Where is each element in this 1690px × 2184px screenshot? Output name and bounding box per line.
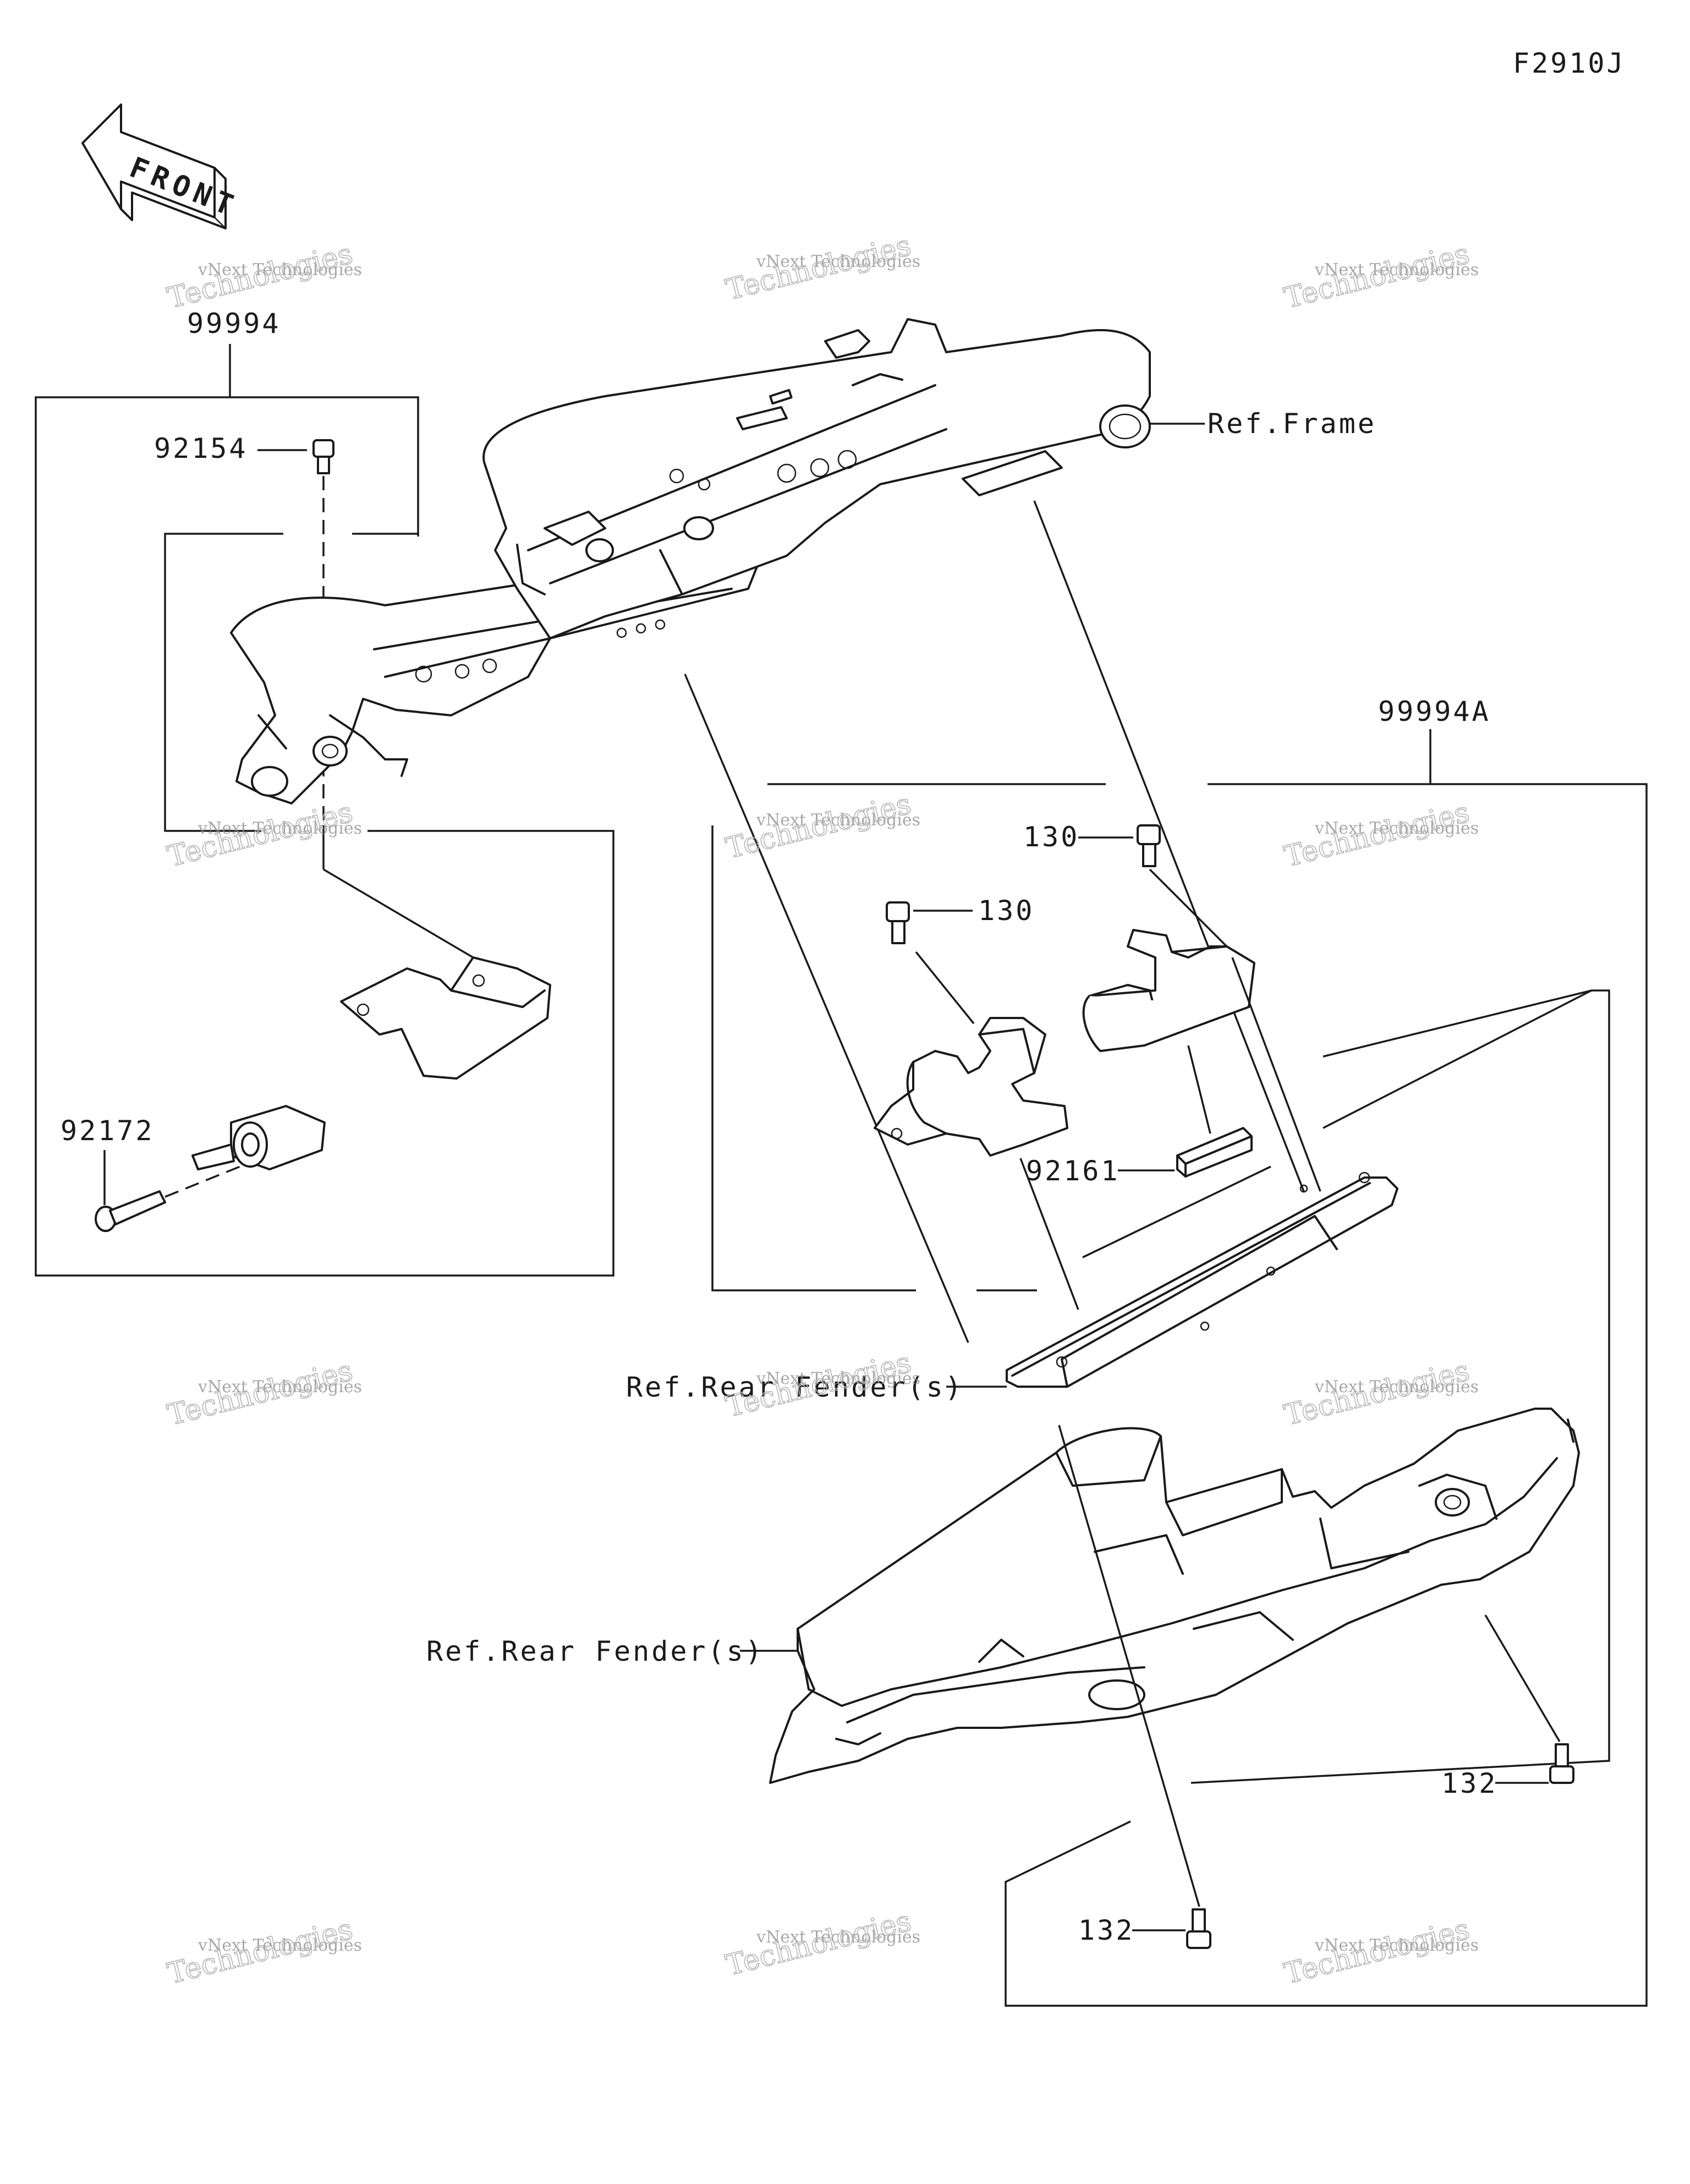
label-ref-rear-fender-1: Ref.Rear Fender(s)	[626, 1371, 964, 1403]
svg-text:vNext Technologies: vNext Technologies	[1314, 260, 1479, 280]
svg-text:vNext Technologies: vNext Technologies	[756, 252, 920, 271]
kit-right-box-inner-left	[711, 825, 916, 1291]
svg-text:vNext Technologies: vNext Technologies	[756, 811, 920, 830]
mounting-plate	[1006, 1172, 1398, 1388]
label-130-a: 130	[1023, 821, 1079, 853]
svg-text:Technologies: Technologies	[1281, 1913, 1473, 1990]
svg-text:vNext Technologies: vNext Technologies	[1314, 819, 1479, 838]
bolt-130-a-icon	[1137, 824, 1161, 867]
bolt-132-c-icon	[1549, 1743, 1574, 1784]
bolt-130-b-icon	[886, 901, 910, 944]
label-130-b: 130	[978, 895, 1034, 927]
svg-text:vNext Technologies: vNext Technologies	[197, 1377, 362, 1397]
bolt-92154-icon	[312, 439, 334, 474]
label-ref-rear-fender-2: Ref.Rear Fender(s)	[426, 1635, 764, 1667]
label-92172: 92172	[61, 1115, 155, 1147]
svg-text:Technologies: Technologies	[723, 229, 914, 306]
svg-text:Technologies: Technologies	[723, 1904, 914, 1982]
front-arrow-icon: FRONT	[81, 103, 243, 229]
clip-bracket-right	[1082, 929, 1255, 1052]
kit-right-box-inner-right	[1190, 989, 1610, 1784]
svg-text:Technologies: Technologies	[1281, 1354, 1473, 1432]
svg-text:Technologies: Technologies	[723, 787, 914, 865]
label-132-c: 132	[1441, 1767, 1497, 1799]
clip-bracket-left	[874, 1017, 1068, 1157]
left-frame-structure	[230, 549, 760, 804]
label-99994: 99994	[187, 308, 281, 340]
rear-fender	[769, 1408, 1580, 1784]
left-bracket-assembly	[191, 956, 551, 1170]
svg-text:vNext Technologies: vNext Technologies	[197, 819, 362, 838]
label-ref-frame: Ref.Frame	[1208, 408, 1376, 440]
svg-text:Technologies: Technologies	[164, 1913, 356, 1990]
svg-text:vNext Technologies: vNext Technologies	[1314, 1936, 1479, 1955]
svg-text:Technologies: Technologies	[1281, 237, 1473, 315]
svg-text:vNext Technologies: vNext Technologies	[756, 1928, 920, 1947]
svg-text:Technologies: Technologies	[723, 1346, 914, 1424]
kit-right-box-top	[1005, 783, 1648, 2007]
pad-92161-icon	[1176, 1127, 1253, 1178]
main-frame	[482, 318, 1151, 639]
svg-text:Technologies: Technologies	[164, 237, 356, 315]
label-92154: 92154	[154, 433, 248, 464]
svg-text:vNext Technologies: vNext Technologies	[1314, 1377, 1479, 1397]
label-92161: 92161	[1026, 1155, 1120, 1187]
svg-text:Technologies: Technologies	[164, 1354, 356, 1432]
svg-text:vNext Technologies: vNext Technologies	[197, 1936, 362, 1955]
bolt-132-d-icon	[1186, 1908, 1211, 1949]
svg-text:vNext Technologies: vNext Technologies	[756, 1369, 920, 1388]
svg-text:Technologies: Technologies	[164, 796, 356, 873]
kit-left-box-inner2	[164, 533, 283, 832]
svg-text:vNext Technologies: vNext Technologies	[197, 260, 362, 280]
kit-left-box-outer	[35, 396, 614, 1277]
bolt-92172-icon	[95, 1190, 166, 1232]
label-99994A: 99994A	[1378, 696, 1491, 727]
svg-text:Technologies: Technologies	[1281, 796, 1473, 873]
diagram-code: F2910J	[1513, 47, 1626, 79]
label-132-d: 132	[1078, 1914, 1134, 1946]
